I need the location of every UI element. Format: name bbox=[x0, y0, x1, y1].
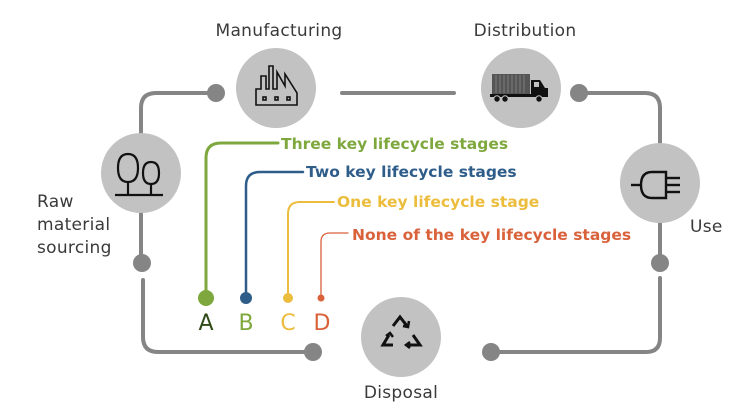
connector-raw-to-manufacturing bbox=[139, 91, 216, 142]
cycle-dot bbox=[207, 84, 225, 102]
stage-label-raw-line-2: material bbox=[37, 215, 110, 235]
legend-item-d: None of the key lifecycle stages D bbox=[314, 226, 632, 336]
cycle-dot bbox=[570, 84, 588, 102]
legend-label-b: Two key lifecycle stages bbox=[306, 163, 517, 181]
legend: Three key lifecycle stages A Two key lif… bbox=[198, 135, 631, 336]
legend-item-a: Three key lifecycle stages A bbox=[198, 135, 508, 336]
legend-leader-c bbox=[287, 201, 335, 298]
trees-icon bbox=[115, 152, 163, 197]
stage-node-distribution: Distribution bbox=[474, 21, 577, 128]
legend-dot-b bbox=[240, 292, 252, 304]
node-circle bbox=[101, 133, 181, 213]
legend-leader-d bbox=[320, 232, 349, 298]
legend-letter-b: B bbox=[238, 311, 253, 336]
legend-label-c: One key lifecycle stage bbox=[337, 193, 539, 211]
cycle-dot bbox=[651, 254, 669, 272]
recycle-icon bbox=[380, 314, 423, 349]
legend-leader-a bbox=[204, 141, 280, 299]
stage-label-disposal: Disposal bbox=[364, 383, 438, 403]
legend-item-c: One key lifecycle stage C bbox=[280, 193, 539, 336]
stage-node-raw-material: Raw material sourcing bbox=[37, 133, 181, 258]
node-circle bbox=[361, 297, 441, 377]
legend-letter-a: A bbox=[198, 311, 213, 336]
node-circle bbox=[236, 48, 316, 128]
legend-letter-d: D bbox=[314, 311, 331, 336]
stage-label-manufacturing: Manufacturing bbox=[215, 21, 342, 41]
stage-node-use: Use bbox=[620, 143, 723, 237]
legend-dot-a bbox=[198, 290, 214, 306]
stage-node-manufacturing: Manufacturing bbox=[215, 21, 342, 128]
legend-label-d: None of the key lifecycle stages bbox=[352, 226, 631, 244]
legend-leader-b bbox=[244, 170, 305, 299]
stage-label-distribution: Distribution bbox=[474, 21, 577, 41]
cycle-connectors bbox=[139, 91, 662, 354]
connector-distribution-to-use bbox=[578, 91, 662, 145]
connector-disposal-to-raw bbox=[141, 278, 315, 354]
cycle-dot bbox=[133, 254, 151, 272]
connector-use-to-disposal bbox=[490, 276, 662, 354]
legend-item-b: Two key lifecycle stages B bbox=[238, 163, 516, 336]
legend-letter-c: C bbox=[280, 311, 295, 336]
factory-icon bbox=[255, 65, 298, 106]
stage-label-raw-material: Raw material sourcing bbox=[37, 192, 116, 258]
stage-label-use: Use bbox=[690, 217, 723, 237]
node-circle bbox=[620, 143, 700, 223]
stage-node-disposal: Disposal bbox=[361, 297, 441, 403]
legend-dot-c bbox=[283, 293, 293, 303]
plug-icon bbox=[631, 170, 680, 200]
cycle-dot bbox=[482, 343, 500, 361]
legend-dot-d bbox=[317, 294, 325, 302]
cycle-dots bbox=[133, 84, 669, 361]
legend-label-a: Three key lifecycle stages bbox=[281, 135, 508, 153]
stage-label-raw-line-3: sourcing bbox=[37, 238, 112, 258]
stage-label-raw-line-1: Raw bbox=[37, 192, 74, 212]
cycle-dot bbox=[304, 343, 322, 361]
truck-icon bbox=[490, 74, 548, 103]
